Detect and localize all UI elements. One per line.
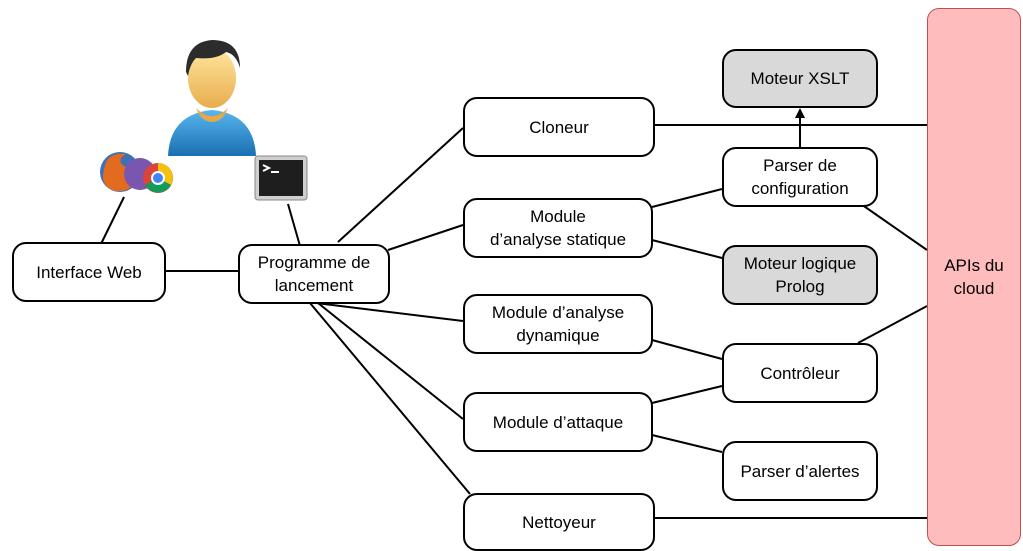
arrowhead-xslt <box>795 108 805 118</box>
edge-programme-attaque <box>317 302 464 420</box>
node-analyse-dynamique: Module d’analyse dynamique <box>463 294 653 354</box>
node-analyse-statique: Module d’analyse statique <box>463 198 653 258</box>
browsers-icon <box>100 152 173 193</box>
node-programme-lancement: Programme de lancement <box>238 244 390 304</box>
edge-programme-statique <box>387 224 464 251</box>
edges <box>99 110 928 519</box>
edge-attaque-alertes <box>651 434 723 453</box>
node-moteur-xslt: Moteur XSLT <box>722 49 878 108</box>
edge-dynamique-controleur <box>651 339 723 360</box>
node-interface-web: Interface Web <box>12 242 166 302</box>
edge-programme-dynamique <box>315 302 464 322</box>
edge-statique-config <box>651 188 723 208</box>
node-nettoyeur: Nettoyeur <box>463 493 655 551</box>
node-cloneur: Cloneur <box>463 97 655 157</box>
node-apis-cloud: APIs du cloud <box>927 8 1021 546</box>
node-controleur: Contrôleur <box>722 343 878 403</box>
node-moteur-prolog: Moteur logique Prolog <box>722 245 878 305</box>
edge-attaque-controleur <box>651 385 723 404</box>
node-module-attaque: Module d’attaque <box>463 392 653 452</box>
edge-controleur-cloud <box>857 305 928 344</box>
edge-programme-nettoyeur <box>309 302 471 495</box>
edge-terminal-programme <box>287 203 301 247</box>
terminal-icon <box>254 155 308 201</box>
node-parser-configuration: Parser de configuration <box>722 147 878 207</box>
edge-browser-interface <box>99 196 125 247</box>
user-icon <box>168 40 256 156</box>
edge-programme-cloneur <box>337 127 464 243</box>
edge-statique-prolog <box>651 239 723 259</box>
edge-config-cloud <box>857 201 928 251</box>
node-parser-alertes: Parser d’alertes <box>722 441 878 501</box>
